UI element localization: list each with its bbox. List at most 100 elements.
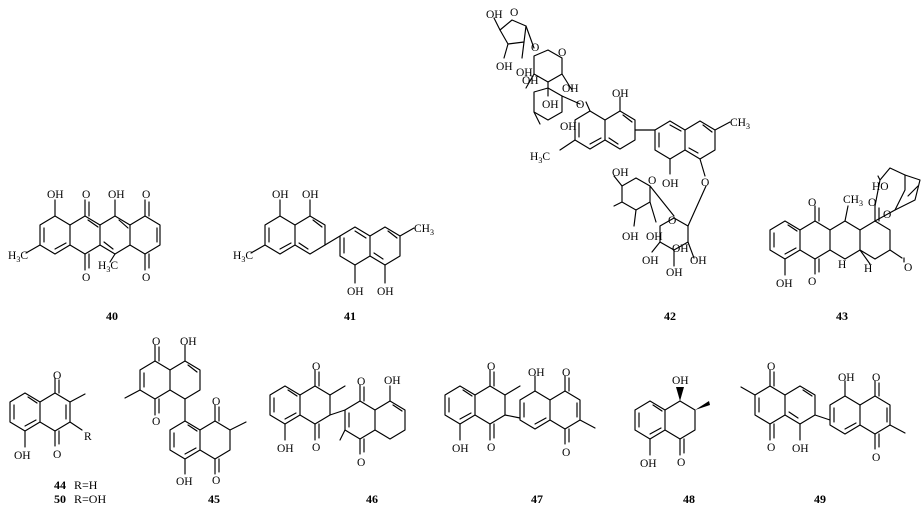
atom-label: OH <box>528 367 545 379</box>
atom-label: OH <box>14 450 31 462</box>
atom-label: O <box>357 457 365 469</box>
atom-label: OH <box>486 9 503 21</box>
atom-label: OH <box>522 75 539 87</box>
atom-label: OH <box>560 121 577 133</box>
atom-label: H3C <box>8 250 28 264</box>
atom-label: CH3 <box>730 117 750 131</box>
atom-label: O <box>142 189 150 201</box>
compound-number: 46 <box>366 492 378 506</box>
atom-label: OH <box>838 372 855 384</box>
atom-label: OH <box>516 67 533 79</box>
structure-46: O O OH O O OH 46 <box>269 361 406 506</box>
structure-45: O O OH O O OH 45 <box>124 336 247 506</box>
atom-label: OH <box>666 267 683 279</box>
substituent-legend: R=H <box>74 478 98 492</box>
compound-number: 48 <box>683 492 695 506</box>
atom-label: CH3 <box>414 223 434 237</box>
atom-label: OH <box>792 443 809 455</box>
compound-number: 47 <box>531 492 543 506</box>
compound-number: 45 <box>208 492 220 506</box>
atom-label: O <box>142 272 150 284</box>
compound-number: 50 <box>54 492 66 506</box>
atom-label: O <box>808 197 816 209</box>
substituent-legend: R=OH <box>74 492 106 506</box>
structure-42: OH O OH OH O O OH OH O OH OH OH H3C CH3 … <box>486 7 750 323</box>
atom-label: O <box>487 442 495 454</box>
atom-label: OH <box>672 243 689 255</box>
atom-label: OH <box>277 443 294 455</box>
atom-label: O <box>212 475 220 487</box>
structure-41: OH OH H3C CH3 OH OH 41 <box>233 189 434 323</box>
atom-label: R <box>84 431 92 443</box>
atom-label: OH <box>347 286 364 298</box>
atom-label: O <box>53 449 61 461</box>
atom-label: CH3 <box>843 194 863 208</box>
atom-label: HO <box>872 181 889 193</box>
atom-label: OH <box>496 61 513 73</box>
atom-label: O <box>677 457 685 469</box>
atom-label: O <box>510 7 518 19</box>
atom-label: OH <box>452 443 469 455</box>
atom-label: OH <box>662 178 679 190</box>
atom-label: O <box>531 42 539 54</box>
atom-label: O <box>883 209 891 221</box>
atom-label: H <box>864 263 872 275</box>
atom-label: O <box>312 442 320 454</box>
atom-label: OH <box>640 458 657 470</box>
atom-label: O <box>701 177 709 189</box>
atom-label: OH <box>646 231 663 243</box>
structure-48: OH O OH 48 <box>634 375 710 506</box>
atom-label: O <box>312 361 320 373</box>
atom-label: O <box>82 272 90 284</box>
atom-label: OH <box>180 336 197 348</box>
atom-label: O <box>904 262 912 274</box>
structure-44: O O OH R 44 R=H 50 R=OH <box>9 370 106 506</box>
atom-label: OH <box>176 476 193 488</box>
structure-47: O O OH OH O O 47 <box>444 361 596 506</box>
atom-label: O <box>152 416 160 428</box>
atom-label: OH <box>47 189 64 201</box>
atom-label: H <box>838 259 846 271</box>
atom-label: O <box>82 189 90 201</box>
structure-43: O O OH CH3 H H O O O HO 43 <box>769 167 921 323</box>
atom-label: O <box>487 361 495 373</box>
atom-label: OH <box>622 231 639 243</box>
atom-label: OH <box>612 88 629 100</box>
compound-number: 42 <box>664 309 676 323</box>
atom-label: OH <box>108 189 125 201</box>
atom-label: OH <box>384 375 401 387</box>
atom-label: OH <box>272 189 289 201</box>
compound-number: 40 <box>106 309 118 323</box>
atom-label: O <box>872 452 880 464</box>
atom-label: O <box>562 367 570 379</box>
structure-49: O O OH OH O O 49 <box>740 361 906 506</box>
atom-label: O <box>152 336 160 348</box>
atom-label: O <box>872 372 880 384</box>
atom-label: O <box>562 447 570 459</box>
atom-label: OH <box>690 255 707 267</box>
compound-number: 43 <box>836 309 848 323</box>
atom-label: O <box>357 376 365 388</box>
compound-number: 49 <box>814 492 826 506</box>
compound-number: 44 <box>54 478 66 492</box>
atom-label: O <box>767 361 775 373</box>
atom-label: O <box>576 99 584 111</box>
compound-number: 41 <box>344 309 356 323</box>
structure-40: OH O O H3C OH O O H3C 40 <box>8 189 161 323</box>
atom-label: H3C <box>233 250 253 264</box>
atom-label: OH <box>776 278 793 290</box>
atom-label: H3C <box>530 151 550 165</box>
atom-label: O <box>53 370 61 382</box>
atom-label: O <box>212 396 220 408</box>
atom-label: O <box>767 442 775 454</box>
atom-label: O <box>668 215 676 227</box>
atom-label: OH <box>542 99 559 111</box>
atom-label: O <box>558 47 566 59</box>
atom-label: O <box>868 197 876 209</box>
atom-label: H3C <box>98 260 118 274</box>
atom-label: OH <box>302 189 319 201</box>
atom-label: OH <box>612 167 629 179</box>
atom-label: OH <box>642 255 659 267</box>
atom-label: OH <box>672 375 689 387</box>
